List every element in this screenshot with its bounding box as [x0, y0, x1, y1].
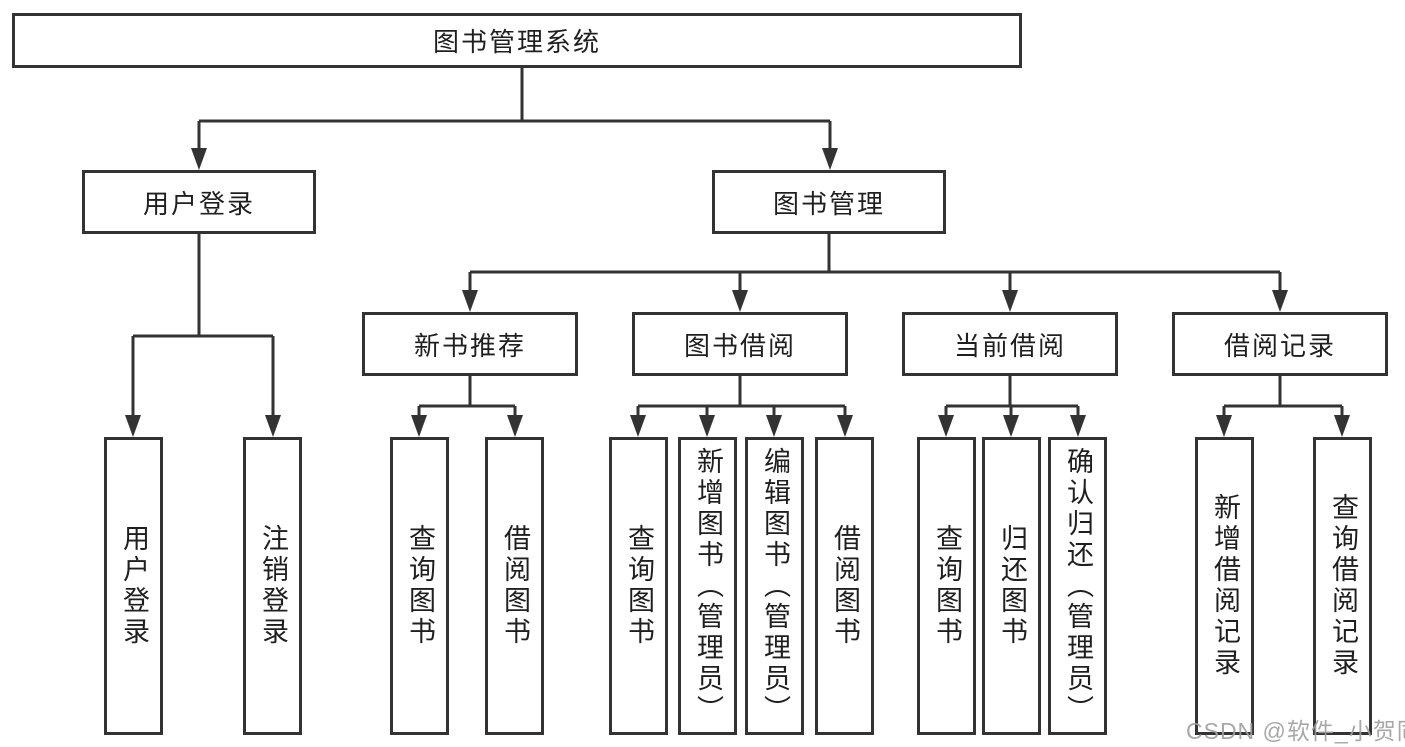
arrow-down-icon [699, 415, 715, 437]
arrow-down-icon [462, 290, 478, 312]
arrow-down-icon [938, 415, 954, 437]
arrow-down-icon [125, 415, 141, 437]
arrow-down-icon [630, 415, 646, 437]
node-book-management: 图书管理 [712, 170, 946, 234]
arrow-down-icon [732, 290, 748, 312]
arrow-down-icon [1216, 415, 1232, 437]
leaf-return-book: 归还图书 [982, 437, 1041, 735]
node-book-borrow: 图书借阅 [632, 312, 848, 376]
node-label: 图书借阅 [683, 330, 796, 361]
node-root-system: 图书管理系统 [12, 13, 1022, 68]
leaf-query-books-1: 查询图书 [390, 437, 449, 735]
arrow-down-icon [1002, 290, 1018, 312]
node-new-book-recommend: 新书推荐 [362, 312, 578, 376]
leaf-label: 查询图书 [624, 524, 654, 648]
node-label: 当前借阅 [953, 330, 1066, 361]
arrow-down-icon [1070, 415, 1086, 437]
leaf-query-books-2: 查询图书 [609, 437, 668, 735]
leaf-user-login: 用户登录 [104, 437, 163, 735]
arrow-down-icon [822, 148, 838, 170]
leaf-label: 归还图书 [997, 524, 1027, 648]
node-label: 图书管理系统 [432, 27, 601, 57]
leaf-label: 查询图书 [932, 524, 962, 648]
arrow-down-icon [411, 415, 427, 437]
leaf-label: 查询借阅记录 [1328, 493, 1358, 679]
node-current-borrow: 当前借阅 [902, 312, 1118, 376]
leaf-label: 借阅图书 [830, 524, 860, 648]
node-label: 用户登录 [142, 188, 255, 219]
leaf-label: 用户登录 [119, 524, 149, 648]
arrow-down-icon [1334, 415, 1350, 437]
leaf-label: 借阅图书 [500, 524, 530, 648]
leaf-edit-book-admin: 编辑图书（管理员） [745, 437, 804, 735]
node-label: 新书推荐 [413, 330, 526, 361]
leaf-borrow-books-2: 借阅图书 [815, 437, 874, 735]
leaf-label: 注销登录 [258, 524, 288, 648]
node-label: 图书管理 [772, 188, 885, 219]
leaf-query-borrow-record: 查询借阅记录 [1313, 437, 1372, 735]
arrow-down-icon [1272, 290, 1288, 312]
leaf-borrow-books-1: 借阅图书 [485, 437, 544, 735]
node-user-login: 用户登录 [82, 170, 316, 234]
node-label: 借阅记录 [1223, 330, 1336, 361]
node-borrow-record: 借阅记录 [1172, 312, 1388, 376]
arrow-down-icon [1003, 415, 1019, 437]
leaf-label: 确认归还（管理员） [1063, 446, 1093, 726]
leaf-logout: 注销登录 [243, 437, 302, 735]
csdn-watermark: CSDN @软件_小贺同学 [1186, 718, 1405, 744]
leaf-label: 新增图书（管理员） [693, 446, 723, 726]
arrow-down-icon [837, 415, 853, 437]
leaf-add-book-admin: 新增图书（管理员） [678, 437, 737, 735]
arrow-down-icon [191, 148, 207, 170]
leaf-query-books-3: 查询图书 [917, 437, 976, 735]
leaf-label: 查询图书 [405, 524, 435, 648]
leaf-label: 编辑图书（管理员） [760, 446, 790, 726]
arrow-down-icon [766, 415, 782, 437]
arrow-down-icon [265, 415, 281, 437]
leaf-label: 新增借阅记录 [1210, 493, 1240, 679]
arrow-down-icon [507, 415, 523, 437]
leaf-add-borrow-record: 新增借阅记录 [1195, 437, 1254, 735]
leaf-confirm-return-admin: 确认归还（管理员） [1048, 437, 1107, 735]
